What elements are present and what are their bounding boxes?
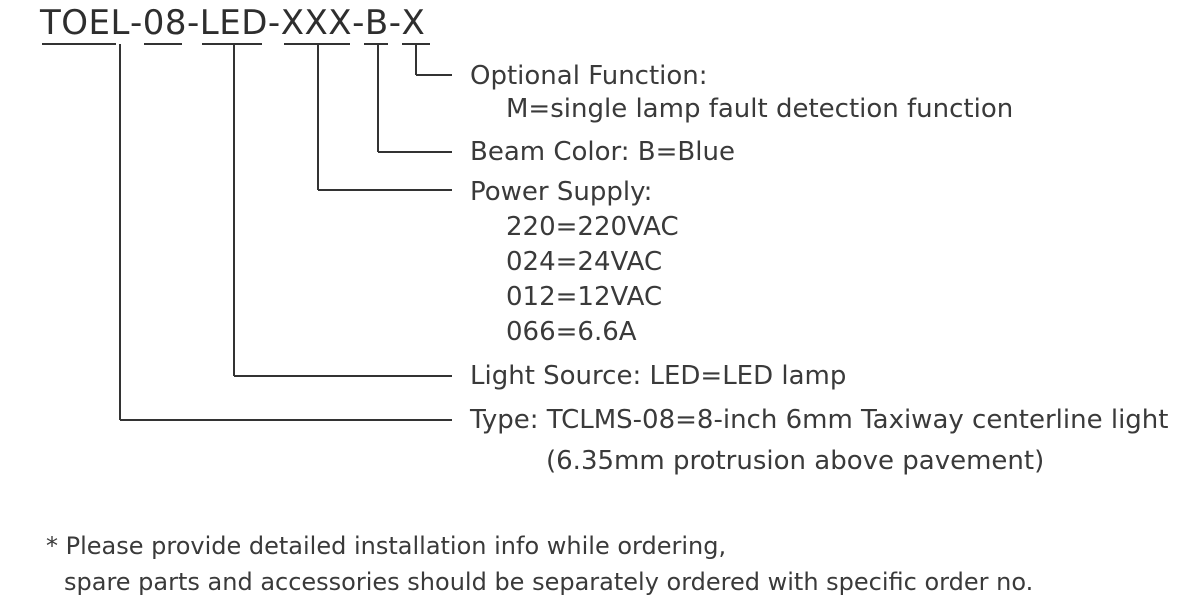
code-separator: - xyxy=(352,3,365,43)
optional-function-value: M=single lamp fault detection function xyxy=(506,94,1014,124)
code-option: X xyxy=(401,3,426,43)
power-supply-value: 024=24VAC xyxy=(506,247,663,277)
beam-color-title: Beam Color: B=Blue xyxy=(470,137,735,167)
optional-function-title: Optional Function: xyxy=(470,61,708,91)
code-size: 08 xyxy=(142,3,188,43)
type-title: Type: TCLMS-08=8-inch 6mm Taxiway center… xyxy=(470,405,1169,435)
code-prefix: TOEL xyxy=(40,3,130,43)
power-supply-title: Power Supply: xyxy=(470,177,653,207)
power-supply-value: 012=12VAC xyxy=(506,282,663,312)
footnote-line-1: * Please provide detailed installation i… xyxy=(46,532,727,560)
type-value: (6.35mm protrusion above pavement) xyxy=(546,446,1045,476)
model-code: TOEL-08-LED-XXX-B-X xyxy=(40,0,425,46)
code-source: LED xyxy=(199,3,268,43)
light-source-title: Light Source: LED=LED lamp xyxy=(470,361,847,391)
code-separator: - xyxy=(388,3,402,43)
code-color: B xyxy=(364,3,389,43)
power-supply-value: 220=220VAC xyxy=(506,212,679,242)
code-power: XXX xyxy=(280,3,353,43)
power-supply-value: 066=6.6A xyxy=(506,317,637,347)
code-separator: - xyxy=(129,3,143,43)
footnote-line-2: spare parts and accessories should be se… xyxy=(64,568,1034,596)
code-separator: - xyxy=(267,3,281,43)
code-separator: - xyxy=(187,3,200,43)
